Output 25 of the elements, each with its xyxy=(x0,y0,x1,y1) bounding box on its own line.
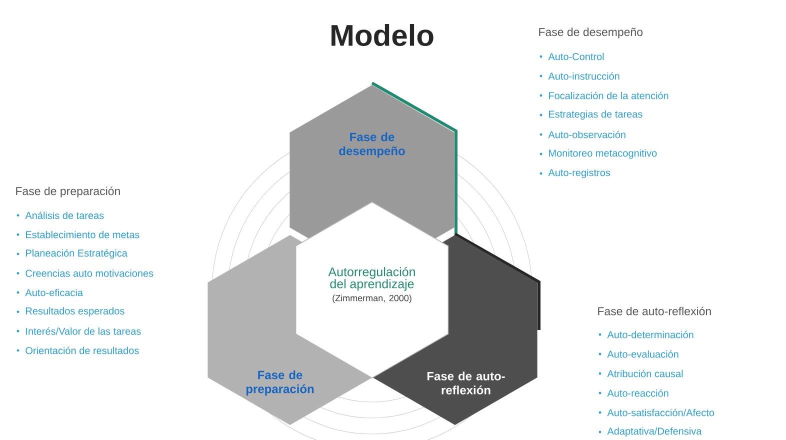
list-item: Interés/Valor de las tareas xyxy=(26,327,141,335)
list-item: Orientación de resultados xyxy=(26,346,139,354)
list-item: Auto-evaluación xyxy=(607,350,678,358)
list-item: Auto-registros xyxy=(548,168,610,178)
list-item: Monitoreo metacognitivo xyxy=(549,149,657,159)
list-item: Auto-eficacia xyxy=(25,288,83,296)
list-item: Auto-determinación xyxy=(607,330,694,338)
list-item: Creencias auto motivaciones xyxy=(26,270,154,277)
list-item: Análisis de tareas xyxy=(25,212,104,220)
list-heading: Fase de preparación xyxy=(16,186,120,198)
list-item: Planeación Estratégica xyxy=(26,249,128,259)
list-item: Resultados esperados xyxy=(26,307,124,316)
list-heading: Fase de desempeño xyxy=(539,28,643,38)
title: Modelo xyxy=(332,24,434,46)
list-item: Adaptativa/Defensiva xyxy=(607,427,702,437)
list-item: Auto-satisfacción/Afecto xyxy=(607,408,714,416)
list-item: Focalización de la atención xyxy=(549,92,668,100)
list-item: Auto-instrucción xyxy=(548,72,620,80)
list-item: Auto-reacción xyxy=(607,389,668,397)
list-item: Establecimiento de metas xyxy=(26,230,140,238)
list-item: Atribución causal xyxy=(607,370,683,378)
list-item: Estrategias de tareas xyxy=(549,110,642,120)
list-heading: Fase de auto-reflexión xyxy=(598,306,711,316)
list-item: Auto-observación xyxy=(548,130,626,138)
list-item: Auto-Control xyxy=(548,52,604,60)
